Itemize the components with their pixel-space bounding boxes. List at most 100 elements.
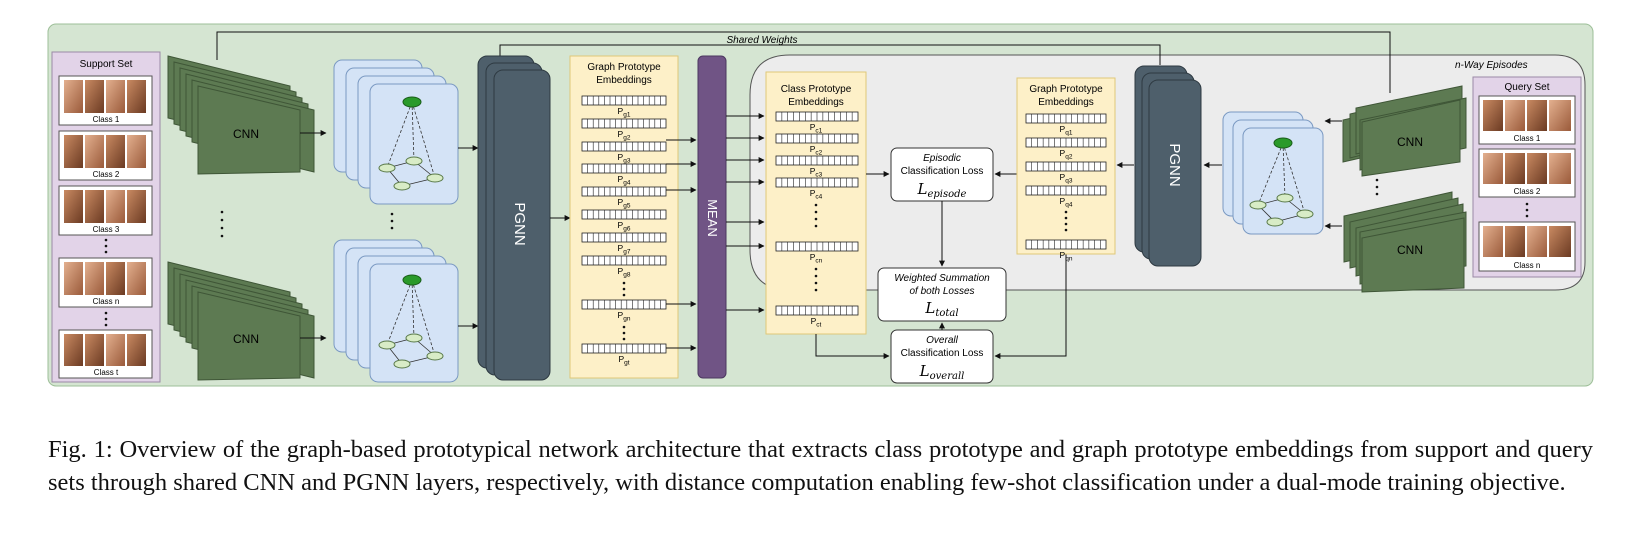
support-dots-2 [104,311,108,327]
graph-vertical-dots [390,212,394,230]
query-graph-label-q1: Pq1 [1060,124,1073,137]
support-graph-embedding-g8 [581,255,667,266]
support-class-1-label: Class 1 [93,115,120,124]
query-pgnn-block [1134,65,1202,267]
shared-weights-line-cnn [216,31,1391,93]
overall-loss-symbol: L [919,362,930,380]
class-proto-title-2: Embeddings [788,97,844,108]
support-class-1: Class 1 [58,75,153,126]
support-graph-cards-bottom [333,239,459,383]
weighted-sum-line1: Weighted Summation [894,273,990,284]
query-class-2: Class 2 [1478,148,1576,198]
support-graph-embedding-g2 [581,118,667,129]
class-label-c4: Pc4 [810,188,823,201]
support-graph-proto-title-2: Embeddings [596,75,652,86]
weighted-sum-symbol: L [924,299,935,317]
shared-weights-label: Shared Weights [727,35,798,46]
support-pgnn-block [477,55,551,381]
query-graph-proto-title-1: Graph Prototype [1029,84,1103,95]
support-set-panel: Support Set Class 1 Class 2 Class 3 [51,51,161,383]
n-way-episodes-label: n-Way Episodes [1455,60,1528,71]
weighted-sum-sub: total [935,308,958,319]
support-class-t-label: Class t [94,368,119,377]
overall-loss-line1: Overall [926,335,958,346]
episodic-loss-symbol: L [917,180,928,198]
architecture-diagram: n-Way Episodes Shared Weights Support Se… [47,23,1594,387]
svg-text:Loverall: Loverall [919,362,965,382]
support-graph-embedding-gt [581,343,667,354]
query-graph-embedding-qn [1025,239,1107,250]
support-graph-embedding-g6 [581,209,667,220]
weighted-sum-line2: of both Losses [909,286,974,297]
support-class-n: Class n [58,257,153,308]
query-dots [1525,202,1529,218]
class-label-c3: Pc3 [810,166,823,179]
class-embedding-cn [775,241,859,252]
episodic-loss-sub: episode [927,189,966,200]
query-set-title: Query Set [1504,82,1549,93]
overall-loss-line2: Classification Loss [901,348,984,359]
class-embedding-c3 [775,155,859,166]
query-set-panel: Query Set Class 1 Class 2 Class n [1472,76,1582,278]
class-prototype-panel: Class Prototype Embeddings Pc1Pc2Pc3Pc4P… [765,71,867,335]
query-class-1-label: Class 1 [1514,134,1541,143]
arrow-class-to-overall [815,334,890,359]
support-class-2: Class 2 [58,130,153,181]
support-class-n-label: Class n [93,297,120,306]
arrow-query-graph-to-overall [994,254,1067,359]
class-label-cn: Pcn [810,252,823,265]
support-class-2-label: Class 2 [93,170,120,179]
arrows-mean-to-class [726,113,765,313]
query-graph-cards [1222,111,1324,235]
query-class-n-label: Class n [1514,261,1541,270]
query-pgnn-label: PGNN [1166,143,1183,186]
support-graph-label-g1: Pg1 [618,106,631,119]
class-dots-2 [814,267,818,292]
support-cnn-top-label: CNN [233,127,259,141]
query-graph-label-q3: Pq3 [1060,172,1073,185]
support-graph-proto-title-1: Graph Prototype [587,62,661,73]
support-graph-embedding-g4 [581,163,667,174]
support-graph-label-g7: Pg7 [618,243,631,256]
support-class-3-label: Class 3 [93,225,120,234]
support-pgnn-label: PGNN [511,202,528,245]
support-graph-label-g6: Pg6 [618,220,631,233]
support-graph-embedding-g7 [581,232,667,243]
support-graph-dots-1 [622,281,626,297]
class-embedding-c1 [775,111,859,122]
mean-label: MEAN [705,199,720,237]
query-cnn-bottom [1343,191,1467,293]
query-cnn-top-label: CNN [1397,135,1423,149]
query-cnn-bottom-label: CNN [1397,243,1423,257]
support-graph-label-g5: Pg5 [618,197,631,210]
query-graph-label-q2: Pq2 [1060,148,1073,161]
support-graph-label-g8: Pg8 [618,266,631,279]
class-label-c2: Pc2 [810,144,823,157]
query-graph-embedding-q4 [1025,185,1107,196]
mean-block [697,55,727,379]
support-cnn-bottom [167,261,315,381]
support-graph-embedding-g5 [581,186,667,197]
support-graph-label-gn: Pgn [618,310,631,323]
query-class-1: Class 1 [1478,95,1576,145]
query-graph-label-qn: Pqn [1060,250,1073,263]
episodic-loss-line1: Episodic [923,153,961,164]
support-graph-embedding-gn [581,299,667,310]
support-class-3: Class 3 [58,185,153,236]
class-embedding-c4 [775,177,859,188]
support-graph-label-g3: Pg3 [618,152,631,165]
class-proto-title-1: Class Prototype [781,84,852,95]
support-set-title: Support Set [80,59,133,70]
support-graph-embedding-g1 [581,95,667,106]
class-label-c1: Pc1 [810,122,823,135]
overall-loss-box: Overall Classification Loss Loverall [890,329,994,384]
episodic-loss-line2: Classification Loss [901,166,984,177]
query-graph-label-q4: Pq4 [1060,196,1073,209]
support-graph-embedding-g3 [581,141,667,152]
svg-text:Lepisode: Lepisode [917,180,967,200]
support-cnn-bottom-label: CNN [233,332,259,346]
support-graph-dots-2 [622,325,626,341]
query-graph-dots [1064,210,1068,232]
class-label-ct: Pct [811,316,822,329]
class-dots-1 [814,203,818,228]
